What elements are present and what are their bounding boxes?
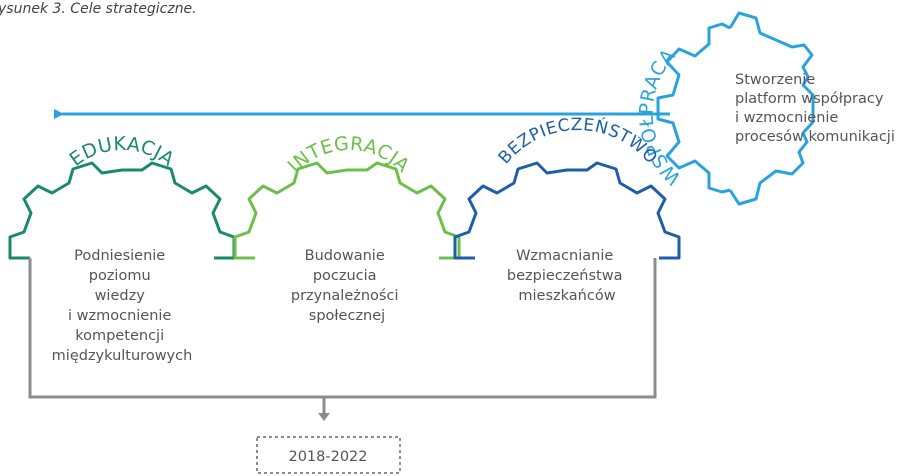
gear-integracja [233, 161, 461, 260]
connector-arrowhead [318, 413, 330, 421]
gear-wspolpraca [656, 11, 815, 206]
edukacja-description: Podniesienie poziomu wiedzy i wzmocnieni… [52, 248, 193, 364]
gear-edukacja [8, 161, 236, 260]
bezpieczenstwo-description: Wzmacnianie bezpieczeństwa mieszkańców [507, 248, 627, 304]
goals-connector [28, 258, 657, 414]
period-label: 2018-2022 [288, 449, 367, 465]
gear-edukacja-title: EDUKACJA [66, 133, 179, 171]
gear-wspolpraca-title: WSPÓŁPRACA [635, 45, 685, 189]
integracja-description: Budowanie poczucia przynależności społec… [291, 248, 403, 324]
gear-bezpieczenstwo [453, 161, 681, 260]
cooperation-description: Stworzenie platform współpracy i wzmocni… [735, 72, 895, 145]
figure-caption: ysunek 3. Cele strategiczne. [0, 1, 197, 17]
